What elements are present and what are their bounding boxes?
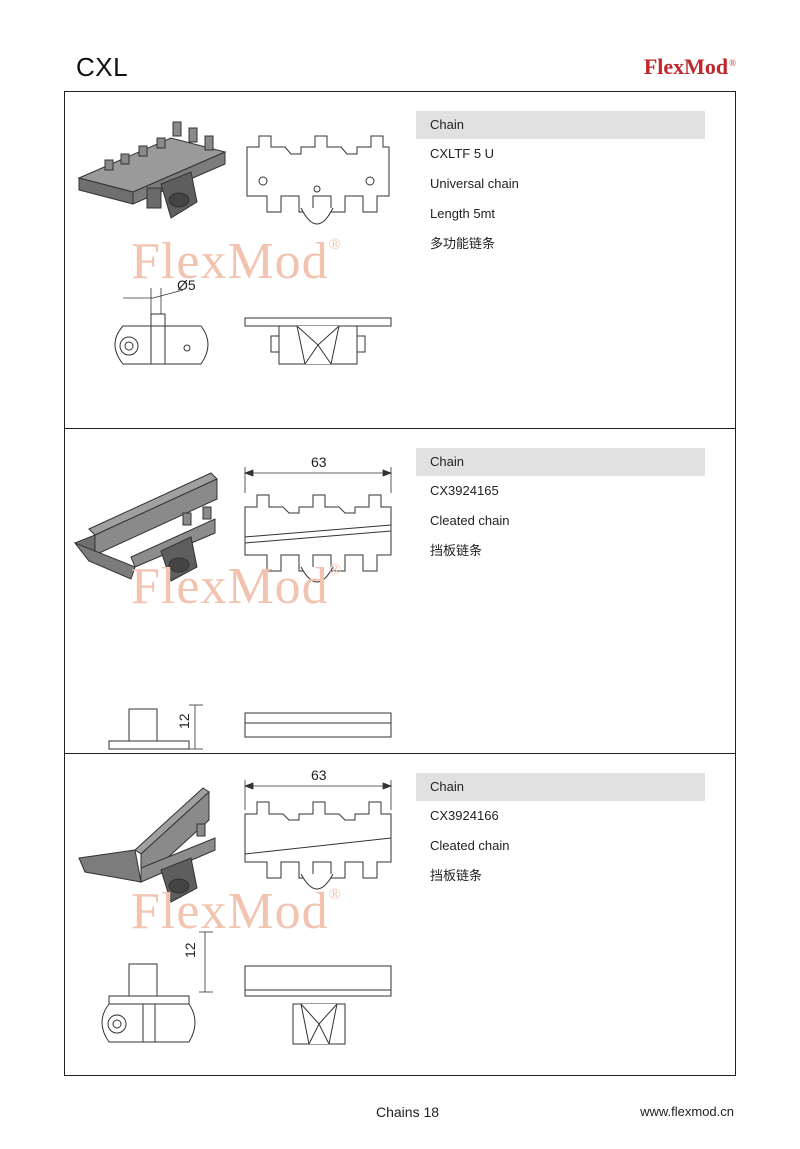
- height-label-2: 12: [176, 713, 192, 729]
- brand-logo: FlexMod®: [644, 54, 736, 80]
- product-heading-3: Chain: [416, 773, 705, 801]
- product-block-3: 63 12: [65, 754, 735, 1075]
- diameter-label-1: Ø5: [177, 277, 196, 293]
- product-code-2: CX3924165: [430, 483, 499, 498]
- product-code-3: CX3924166: [430, 808, 499, 823]
- width-dimension-2: [243, 467, 393, 493]
- catalog-frame: Ø5 FlexMod®: [64, 91, 736, 1076]
- watermark-1: FlexMod®: [131, 232, 342, 291]
- diameter-callout-1: [123, 288, 184, 314]
- watermark-text-2: FlexMod: [131, 558, 329, 615]
- side-view-2: [108, 708, 190, 750]
- product-info-1: Chain CXLTF 5 U Universal chain Length 5…: [416, 111, 705, 259]
- drawing-set-2: 63 12: [73, 454, 393, 750]
- product-block-2: 63 12 Fl: [65, 429, 735, 754]
- watermark-mark-1: ®: [328, 236, 342, 253]
- side-view-1: [114, 313, 209, 365]
- front-view-1: [246, 135, 390, 225]
- height-dimension-2: [189, 704, 203, 750]
- front-view-2: [244, 494, 392, 583]
- product-info-2: Chain CX3924165 Cleated chain 挡板链条: [416, 448, 705, 566]
- product-drawings-3: 63 12: [65, 754, 405, 1075]
- product-description-1: Universal chain: [430, 176, 519, 191]
- product-drawings-1: Ø5 FlexMod®: [65, 92, 405, 428]
- product-info-3: Chain CX3924166 Cleated chain 挡板链条: [416, 773, 705, 891]
- product-code-1: CXLTF 5 U: [430, 146, 495, 161]
- top-view-1: [244, 317, 392, 365]
- height-dimension-3: [199, 931, 213, 993]
- product-chinese-name-1: 多功能链条: [430, 236, 496, 251]
- product-chinese-name-2: 挡板链条: [430, 543, 483, 558]
- width-label-3: 63: [311, 767, 327, 783]
- product-chinese-name-3: 挡板链条: [430, 868, 483, 883]
- page-number: Chains 18: [376, 1104, 440, 1120]
- watermark-mark-2: ®: [328, 561, 342, 578]
- product-block-1: Ø5 FlexMod®: [65, 92, 735, 429]
- product-drawings-2: 63 12 Fl: [65, 429, 405, 753]
- side-view-3: [101, 963, 196, 1043]
- watermark-3: FlexMod®: [131, 882, 342, 941]
- series-title: CXL: [76, 52, 129, 82]
- drawing-set-1: Ø5: [77, 121, 392, 365]
- product-description-3: Cleated chain: [430, 838, 510, 853]
- isometric-view-3: [78, 787, 216, 903]
- product-length-1: Length 5mt: [430, 206, 496, 221]
- product-description-2: Cleated chain: [430, 513, 510, 528]
- front-view-3: [244, 801, 392, 890]
- isometric-view-2: [73, 472, 218, 582]
- watermark-text-1: FlexMod: [131, 233, 329, 290]
- drawing-set-3: 63 12: [78, 767, 393, 1045]
- watermark-mark-3: ®: [328, 886, 342, 903]
- top-view-2: [244, 712, 392, 738]
- website-link[interactable]: www.flexmod.cn: [640, 1104, 734, 1119]
- watermark-2: FlexMod®: [131, 557, 342, 616]
- top-view-3: [244, 965, 392, 1045]
- width-label-2: 63: [311, 454, 327, 470]
- brand-registered-mark: ®: [729, 57, 736, 68]
- brand-name: FlexMod: [643, 54, 729, 79]
- product-heading-2: Chain: [416, 448, 705, 476]
- product-heading-1: Chain: [416, 111, 705, 139]
- isometric-view-1: [77, 121, 227, 219]
- height-label-3: 12: [182, 942, 198, 958]
- watermark-text-3: FlexMod: [131, 883, 329, 940]
- width-dimension-3: [243, 780, 393, 810]
